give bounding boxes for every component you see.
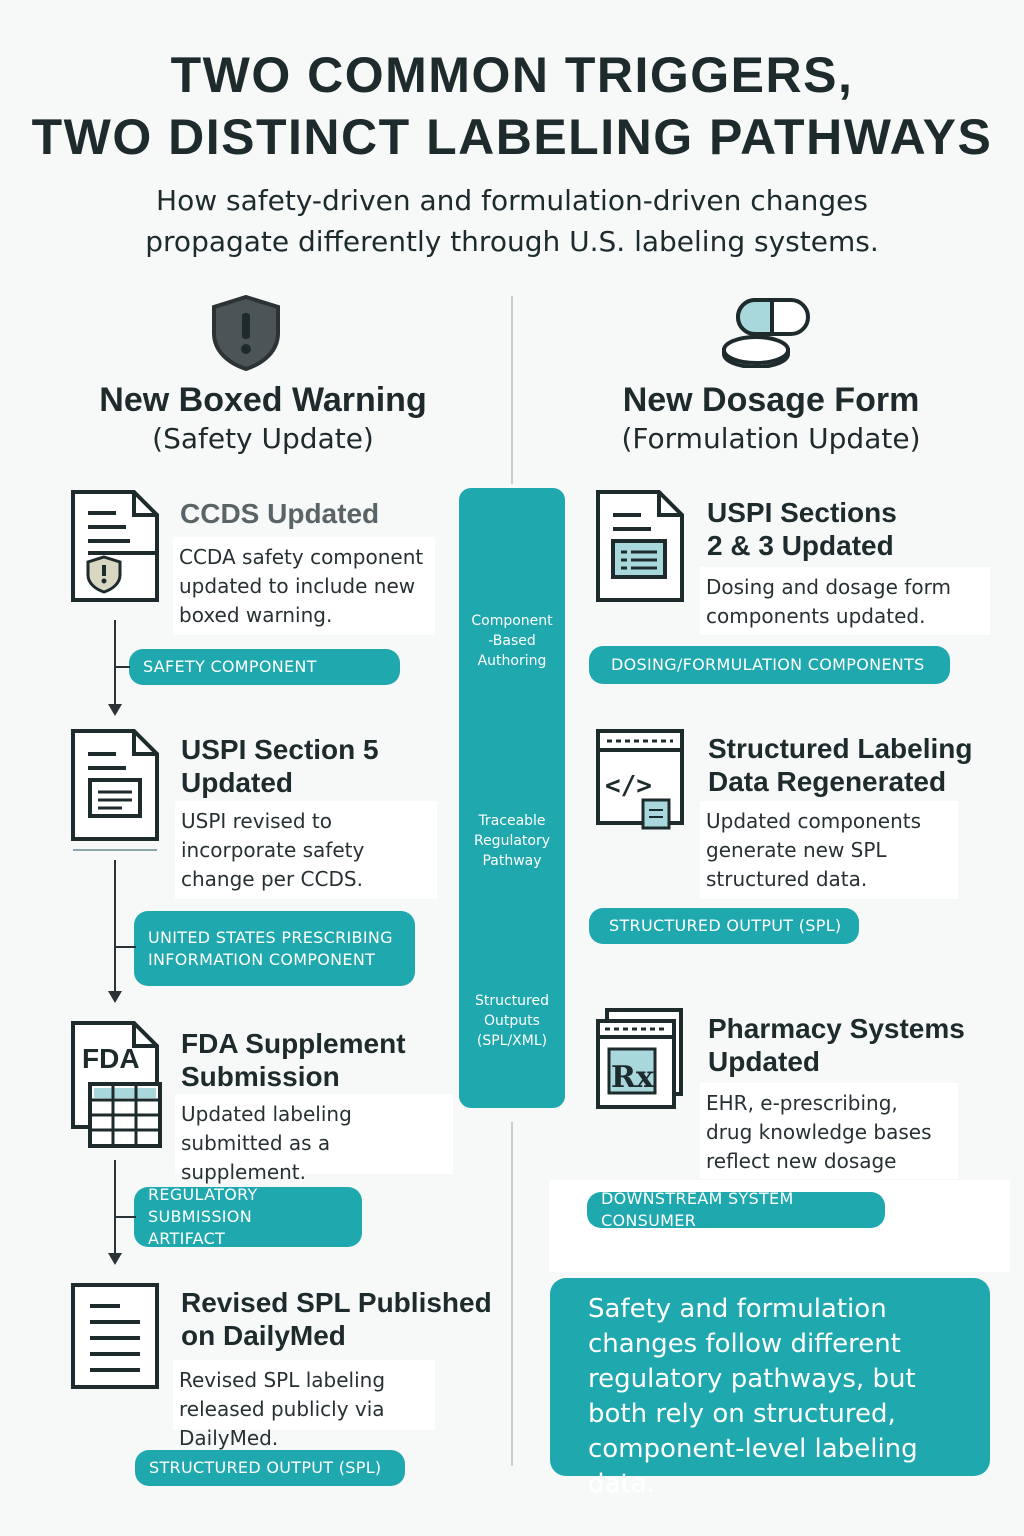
- page-title: TWO COMMON TRIGGERS, TWO DISTINCT LABELI…: [0, 44, 1024, 168]
- arrow-down-icon: [108, 704, 122, 716]
- document-section-icon: [70, 728, 162, 842]
- step-title-ccds-updated: CCDS Updated: [180, 498, 380, 529]
- document-lines-icon: [70, 1282, 160, 1390]
- title-line: USPI Sections: [707, 497, 897, 528]
- step-title-fda-supplement: FDA Supplement Submission: [181, 1027, 406, 1093]
- bar-label-traceable: Traceable Regulatory Pathway: [459, 811, 565, 871]
- bar-label-component-based: Component -Based Authoring: [459, 611, 565, 671]
- title-line: FDA Supplement: [181, 1028, 406, 1059]
- right-column-heading: New Dosage Form (Formulation Update): [556, 380, 986, 458]
- step-description-ccds: CCDA safety component updated to include…: [173, 537, 435, 635]
- rx-window-icon: Rx: [595, 1007, 687, 1111]
- tag-connector-line: [114, 946, 136, 948]
- tag-connector-line: [114, 666, 130, 668]
- capsule-tablet-icon: [718, 296, 814, 368]
- arrow-down-icon: [108, 1253, 122, 1265]
- right-heading-subtitle: (Formulation Update): [621, 422, 921, 455]
- title-line: Pharmacy Systems: [708, 1013, 965, 1044]
- tag-dosing-formulation: DOSING/FORMULATION COMPONENTS: [589, 646, 950, 684]
- step-description-structured-labeling: Updated components generate new SPL stru…: [700, 801, 958, 899]
- tag-line: UNITED STATES PRESCRIBING: [148, 927, 393, 947]
- tag-downstream-consumer: DOWNSTREAM SYSTEM CONSUMER: [587, 1189, 885, 1230]
- title-line: 2 & 3 Updated: [707, 530, 894, 561]
- bar-label-line: Outputs: [484, 1013, 540, 1029]
- subtitle-line-2: propagate differently through U.S. label…: [145, 225, 879, 258]
- step-description-pharmacy: EHR, e-prescribing, drug knowledge bases…: [700, 1083, 958, 1202]
- tag-structured-output-right: STRUCTURED OUTPUT (SPL): [589, 908, 859, 944]
- bar-label-structured-outputs: Structured Outputs (SPL/XML): [459, 991, 565, 1051]
- bar-label-line: Pathway: [482, 853, 542, 869]
- title-line: USPI Section 5: [181, 734, 379, 765]
- section-underline: [73, 849, 157, 851]
- bar-label-line: Structured: [474, 993, 549, 1009]
- bar-label-line: -Based: [488, 633, 536, 649]
- step-description-uspi-2-3: Dosing and dosage form components update…: [700, 567, 990, 635]
- subtitle-line-1: How safety-driven and formulation-driven…: [156, 184, 868, 217]
- step-title-revised-spl: Revised SPL Published on DailyMed: [181, 1286, 492, 1352]
- summary-callout: Safety and formulation changes follow di…: [550, 1278, 990, 1499]
- fda-document-icon: FDA: [70, 1020, 162, 1150]
- step-description-revised-spl: Revised SPL labeling released publicly v…: [173, 1360, 435, 1450]
- bar-label-line: Component: [471, 613, 553, 629]
- center-pathway-bar: [459, 488, 565, 1108]
- right-heading-title: New Dosage Form: [622, 381, 920, 419]
- bar-label-line: Regulatory: [473, 833, 551, 849]
- title-line: Structured Labeling: [708, 733, 973, 764]
- flow-connector-line: [114, 1160, 116, 1254]
- title-line: Submission: [181, 1061, 340, 1092]
- left-column-heading: New Boxed Warning (Safety Update): [48, 380, 478, 458]
- bar-label-line: Authoring: [477, 653, 547, 669]
- title-line-1: TWO COMMON TRIGGERS,: [170, 47, 854, 103]
- page-subtitle: How safety-driven and formulation-driven…: [0, 180, 1024, 262]
- fda-icon-text: FDA: [82, 1043, 140, 1074]
- tag-safety-component: SAFETY COMPONENT: [129, 649, 400, 685]
- step-title-uspi-2-3: USPI Sections 2 & 3 Updated: [707, 496, 897, 562]
- code-icon-text: </>: [605, 771, 652, 801]
- tag-structured-output-left: STRUCTURED OUTPUT (SPL): [135, 1450, 405, 1486]
- step-title-pharmacy-systems: Pharmacy Systems Updated: [708, 1012, 965, 1078]
- tag-line: REGULATORY SUBMISSION: [148, 1185, 258, 1226]
- title-line-2: TWO DISTINCT LABELING PATHWAYS: [31, 109, 993, 165]
- rx-icon-text: Rx: [611, 1060, 655, 1095]
- column-divider-top: [511, 296, 513, 484]
- tag-uspi-component: UNITED STATES PRESCRIBING INFORMATION CO…: [134, 911, 415, 986]
- title-line: Updated: [181, 767, 293, 798]
- title-line: on DailyMed: [181, 1320, 346, 1351]
- title-line: Updated: [708, 1046, 820, 1077]
- tag-connector-line: [114, 1216, 136, 1218]
- tag-regulatory-submission: REGULATORY SUBMISSION ARTIFACT: [134, 1185, 362, 1248]
- arrow-down-icon: [108, 991, 122, 1003]
- step-title-uspi-section-5: USPI Section 5 Updated: [181, 733, 379, 799]
- document-shield-icon: [70, 489, 160, 603]
- title-line: Revised SPL Published: [181, 1287, 492, 1318]
- flow-connector-line: [114, 860, 116, 992]
- bar-label-line: Traceable: [478, 813, 546, 829]
- step-description-fda: Updated labeling submitted as a suppleme…: [175, 1094, 453, 1184]
- flow-connector-line: [114, 620, 116, 706]
- tag-line: ARTIFACT: [148, 1229, 226, 1248]
- left-heading-title: New Boxed Warning: [99, 381, 427, 419]
- bar-label-line: (SPL/XML): [476, 1033, 548, 1049]
- shield-exclamation-icon: [208, 293, 284, 371]
- step-description-uspi-5: USPI revised to incorporate safety chang…: [175, 801, 437, 899]
- document-table-icon: [595, 489, 685, 603]
- tag-line: INFORMATION COMPONENT: [148, 949, 376, 969]
- column-divider-bottom: [511, 1122, 513, 1466]
- code-window-icon: </>: [595, 728, 687, 830]
- left-heading-subtitle: (Safety Update): [152, 422, 374, 455]
